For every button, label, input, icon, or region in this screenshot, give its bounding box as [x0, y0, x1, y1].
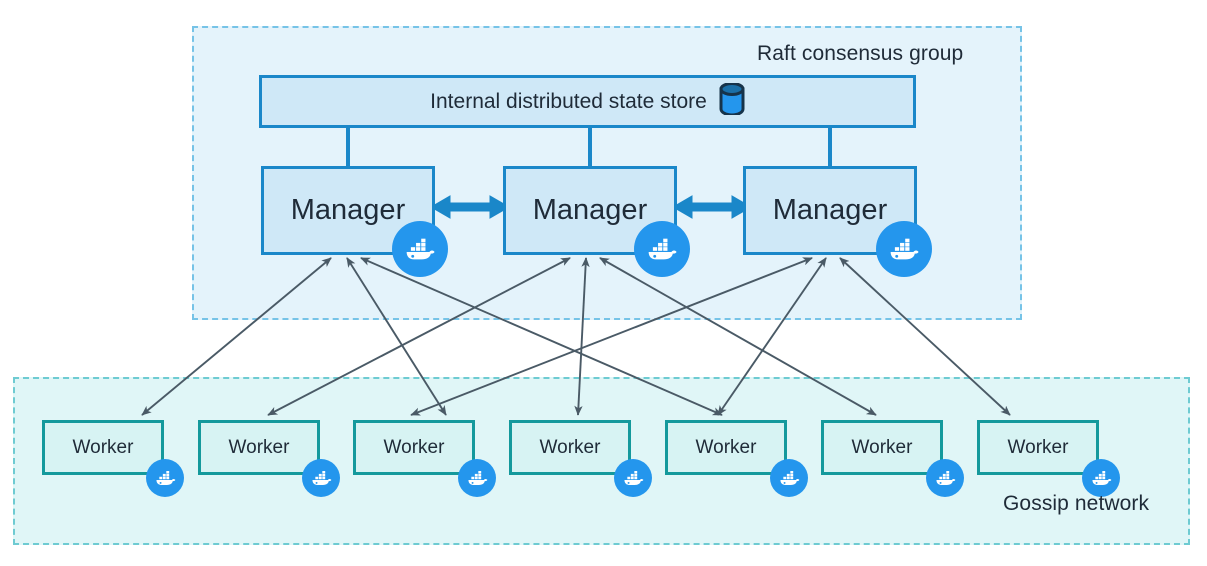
- worker-node-2[interactable]: Worker: [198, 420, 320, 475]
- manager-node-3-label: Manager: [772, 194, 888, 226]
- worker-node-5[interactable]: Worker: [665, 420, 787, 475]
- manager-peer-arrows: [430, 195, 752, 219]
- worker-node-1-label: Worker: [72, 436, 134, 458]
- worker-node-5-label: Worker: [695, 436, 757, 458]
- database-cylinder-icon: [719, 82, 745, 120]
- docker-whale-icon: [770, 459, 808, 497]
- gossip-network-label: Gossip network: [1003, 492, 1150, 515]
- worker-node-2-label: Worker: [228, 436, 290, 458]
- worker-node-7-label: Worker: [1007, 436, 1069, 458]
- worker-node-4[interactable]: Worker: [509, 420, 631, 475]
- docker-whale-icon: [458, 459, 496, 497]
- manager-worker-gossip-arrows: [141, 257, 1011, 416]
- internal-state-store-label: Internal distributed state store: [430, 89, 707, 113]
- store-to-manager-connectors: [346, 128, 832, 167]
- worker-node-4-label: Worker: [539, 436, 601, 458]
- docker-whale-icon: [614, 459, 652, 497]
- manager-node-2-label: Manager: [532, 194, 648, 226]
- manager-node-1-label: Manager: [290, 194, 406, 226]
- docker-whale-icon: [302, 459, 340, 497]
- docker-whale-icon: [876, 221, 932, 277]
- docker-whale-icon: [634, 221, 690, 277]
- worker-node-6-label: Worker: [851, 436, 913, 458]
- raft-consensus-group-label: Raft consensus group: [757, 42, 964, 65]
- worker-node-3-label: Worker: [383, 436, 445, 458]
- docker-whale-icon: [392, 221, 448, 277]
- worker-node-3[interactable]: Worker: [353, 420, 475, 475]
- worker-node-7[interactable]: Worker: [977, 420, 1099, 475]
- docker-whale-icon: [146, 459, 184, 497]
- internal-state-store-box[interactable]: Internal distributed state store: [259, 75, 916, 128]
- worker-node-1[interactable]: Worker: [42, 420, 164, 475]
- docker-whale-icon: [1082, 459, 1120, 497]
- docker-whale-icon: [926, 459, 964, 497]
- worker-node-6[interactable]: Worker: [821, 420, 943, 475]
